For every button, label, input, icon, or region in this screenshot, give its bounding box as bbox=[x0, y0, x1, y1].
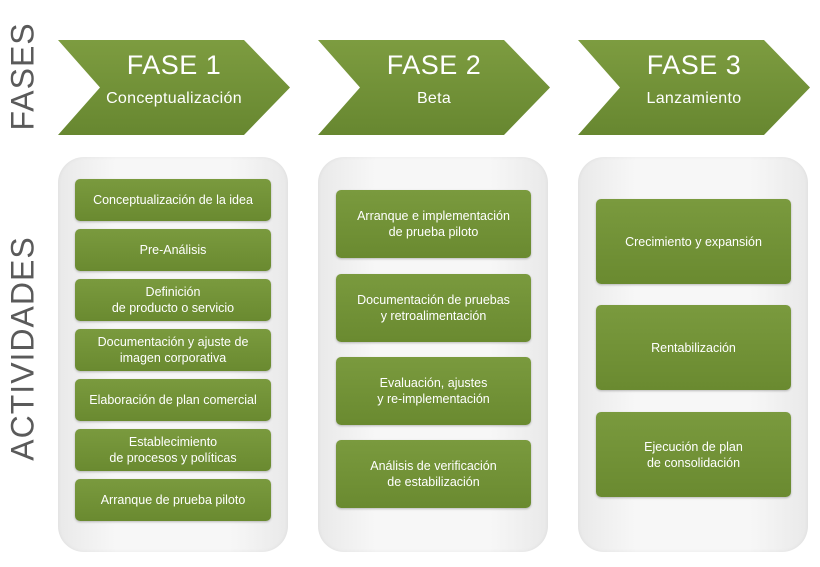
activity-item: Establecimiento de procesos y políticas bbox=[75, 429, 271, 471]
phase-3-title: FASE 3 bbox=[646, 50, 742, 80]
phase-1-arrow: FASE 1 Conceptualización bbox=[58, 40, 290, 135]
activities-column-1: Conceptualización de la idea Pre-Análisi… bbox=[58, 157, 288, 552]
activity-item: Arranque de prueba piloto bbox=[75, 479, 271, 521]
phase-2-arrow: FASE 2 Beta bbox=[318, 40, 550, 135]
arrow-shape-icon bbox=[578, 40, 810, 135]
arrow-shape-icon bbox=[318, 40, 550, 135]
activity-item: Documentación y ajuste de imagen corpora… bbox=[75, 329, 271, 371]
activity-item: Crecimiento y expansión bbox=[596, 199, 791, 284]
activity-item: Pre-Análisis bbox=[75, 229, 271, 271]
activity-item: Arranque e implementación de prueba pilo… bbox=[336, 190, 531, 258]
activity-item: Rentabilización bbox=[596, 305, 791, 390]
arrow-shape-icon bbox=[58, 40, 290, 135]
activity-item: Documentación de pruebas y retroalimenta… bbox=[336, 274, 531, 342]
actividades-label: ACTIVIDADES bbox=[4, 236, 41, 461]
activity-item: Elaboración de plan comercial bbox=[75, 379, 271, 421]
activity-item: Ejecución de plan de consolidación bbox=[596, 412, 791, 497]
phase-2-subtitle: Beta bbox=[416, 90, 452, 107]
activities-column-3: Crecimiento y expansión Rentabilización … bbox=[578, 157, 808, 552]
activities-column-2: Arranque e implementación de prueba pilo… bbox=[318, 157, 548, 552]
phase-1-title: FASE 1 bbox=[126, 50, 222, 80]
phase-3-subtitle: Lanzamiento bbox=[646, 90, 742, 107]
activity-item: Definición de producto o servicio bbox=[75, 279, 271, 321]
activity-item: Conceptualización de la idea bbox=[75, 179, 271, 221]
activity-item: Análisis de verificación de estabilizaci… bbox=[336, 440, 531, 508]
activity-item: Evaluación, ajustes y re-implementación bbox=[336, 357, 531, 425]
phase-2-title: FASE 2 bbox=[386, 50, 482, 80]
phase-3-arrow: FASE 3 Lanzamiento bbox=[578, 40, 810, 135]
fases-label: FASES bbox=[4, 22, 41, 131]
phase-1-subtitle: Conceptualización bbox=[106, 90, 242, 107]
